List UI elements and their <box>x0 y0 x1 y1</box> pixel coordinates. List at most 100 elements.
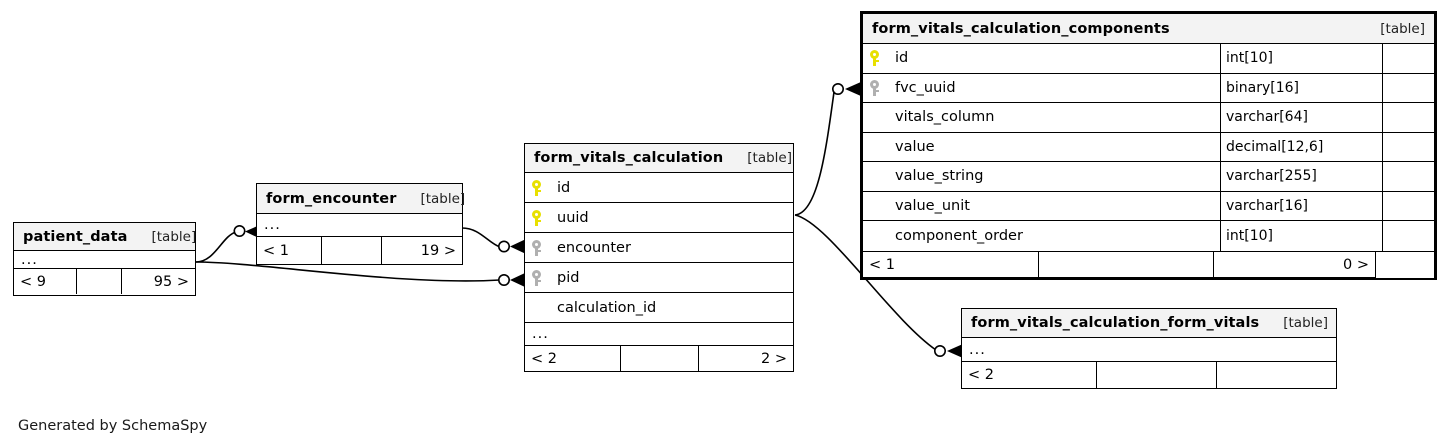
footer-child-count <box>1216 362 1336 388</box>
column-name-cell: vitals_column <box>863 109 1220 125</box>
table-row[interactable]: id <box>525 173 793 203</box>
entity-columns: ... <box>257 214 462 236</box>
optional-marker-fvc-encounter <box>497 240 510 253</box>
foreign-key-icon <box>532 269 541 286</box>
optional-marker-encounter <box>233 225 246 238</box>
primary-key-icon <box>870 50 879 67</box>
table-row[interactable]: ... <box>14 251 195 268</box>
footer-middle <box>76 269 121 294</box>
column-type: varchar[64] <box>1220 103 1382 132</box>
footer-spacer <box>1375 251 1434 278</box>
wire-encounter-to-fvc-encounter <box>461 227 501 248</box>
footer-parent-count: < 1 <box>869 256 895 273</box>
column-label: value_string <box>895 168 984 185</box>
column-type: varchar[255] <box>1220 162 1382 191</box>
table-row[interactable]: ... <box>962 338 1336 361</box>
column-label: component_order <box>895 227 1023 244</box>
entity-form-encounter[interactable]: form_encounter [table] ... < 1 19 > <box>256 183 466 265</box>
entity-type-tag: [table] <box>151 228 197 245</box>
optional-marker-fvc-pid <box>497 273 510 286</box>
optional-marker-components <box>831 83 844 96</box>
column-type: binary[16] <box>1220 73 1382 102</box>
footer-child-count: 19 > <box>381 237 462 264</box>
column-label: id <box>557 179 571 196</box>
entity-title: form_encounter <box>266 190 397 207</box>
column-label: fvc_uuid <box>895 79 956 96</box>
column-label: pid <box>557 269 580 286</box>
entity-type-tag: [table] <box>747 150 793 166</box>
column-type: int[10] <box>1220 221 1382 251</box>
footer-middle <box>1038 251 1213 278</box>
foreign-key-icon <box>870 79 879 96</box>
table-row[interactable]: value_string varchar[255] <box>863 162 1434 192</box>
wire-patient-to-encounter <box>195 231 237 263</box>
column-spacer <box>1382 132 1434 161</box>
table-row[interactable]: component_order int[10] <box>863 221 1434 251</box>
entity-columns: ... <box>962 338 1336 361</box>
column-spacer <box>1382 73 1434 102</box>
table-row[interactable]: encounter <box>525 233 793 263</box>
footer-parent-count: < 9 <box>20 273 46 290</box>
column-spacer <box>1382 162 1434 191</box>
entity-patient-data[interactable]: patient_data [table] ... < 9 95 > <box>13 222 196 296</box>
entity-form-vitals-calculation[interactable]: form_vitals_calculation [table] id uuid <box>524 143 794 372</box>
entity-header: form_vitals_calculation [table] <box>525 144 793 173</box>
entity-form-vitals-calculation-components[interactable]: form_vitals_calculation_components [tabl… <box>860 11 1437 280</box>
primary-key-icon <box>532 209 541 226</box>
column-label: id <box>895 50 909 67</box>
entity-title: patient_data <box>23 228 128 245</box>
optional-marker-form-vitals <box>933 344 946 357</box>
column-label: value <box>895 138 935 155</box>
entity-type-tag: [table] <box>1380 20 1425 37</box>
column-label: uuid <box>557 209 589 226</box>
footer-middle <box>321 237 381 264</box>
table-row[interactable]: calculation_id <box>525 293 793 323</box>
more-columns-ellipsis: ... <box>532 326 549 342</box>
column-spacer <box>1382 221 1434 251</box>
footer-child-count: 95 > <box>121 269 195 294</box>
table-row[interactable]: pid <box>525 263 793 293</box>
entity-footer: < 2 <box>962 361 1336 388</box>
column-spacer <box>1382 103 1434 132</box>
entity-header: form_vitals_calculation_components [tabl… <box>863 14 1434 44</box>
column-name-cell: encounter <box>525 239 793 256</box>
column-name-cell: value_unit <box>863 198 1220 214</box>
column-label: value_unit <box>895 197 970 214</box>
table-row[interactable]: vitals_column varchar[64] <box>863 103 1434 133</box>
entity-title: form_vitals_calculation_components <box>872 20 1170 37</box>
column-spacer <box>1382 44 1434 73</box>
entity-title: form_vitals_calculation <box>534 150 724 166</box>
column-label: calculation_id <box>557 299 657 316</box>
table-row[interactable]: ... <box>525 323 793 345</box>
table-row[interactable]: ... <box>257 214 462 236</box>
column-type: decimal[12,6] <box>1220 132 1382 161</box>
column-label: encounter <box>557 239 631 256</box>
column-name-cell: component_order <box>863 228 1220 244</box>
table-row[interactable]: value decimal[12,6] <box>863 132 1434 162</box>
column-spacer <box>1382 191 1434 220</box>
column-type: varchar[16] <box>1220 191 1382 220</box>
entity-type-tag: [table] <box>1283 315 1328 331</box>
table-row[interactable]: value_unit varchar[16] <box>863 191 1434 221</box>
entity-form-vitals-calculation-form-vitals[interactable]: form_vitals_calculation_form_vitals [tab… <box>961 308 1337 389</box>
primary-key-icon <box>532 179 541 196</box>
entity-type-tag: [table] <box>420 190 466 207</box>
column-type: int[10] <box>1220 44 1382 73</box>
footer-child-count: 0 > <box>1213 251 1375 278</box>
footer-parent-count: < 1 <box>263 242 289 259</box>
footer-child-count: 2 > <box>698 346 793 372</box>
footer-middle <box>1096 362 1216 388</box>
table-row[interactable]: id int[10] <box>863 44 1434 74</box>
entity-footer: < 1 19 > <box>257 236 462 264</box>
footer-middle <box>620 346 698 372</box>
column-name-cell: calculation_id <box>525 300 793 316</box>
column-name-cell: value <box>863 139 1220 155</box>
entity-header: form_encounter [table] <box>257 184 466 214</box>
column-name-cell: pid <box>525 269 793 286</box>
table-row[interactable]: uuid <box>525 203 793 233</box>
entity-footer: < 1 0 > <box>863 250 1434 278</box>
column-name-cell: id <box>525 179 793 196</box>
table-row[interactable]: fvc_uuid binary[16] <box>863 73 1434 103</box>
entity-footer: < 2 2 > <box>525 345 793 372</box>
